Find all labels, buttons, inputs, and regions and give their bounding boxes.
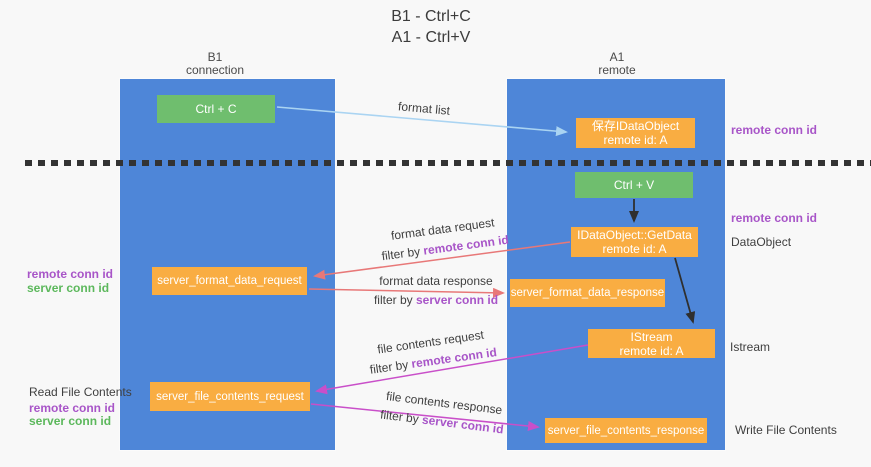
- annotation-remote-conn-id-right-mid: remote conn id: [731, 211, 818, 225]
- file-request-label: server_file_contents_request: [156, 390, 304, 403]
- istream-line2: remote id: A: [619, 343, 684, 358]
- istream-line1: IStream: [630, 329, 673, 344]
- format-data-response-filter: filter by server conn id: [373, 293, 499, 307]
- save-idataobject-line1: 保存IDataObject: [591, 119, 680, 133]
- format-request-label: server_format_data_request: [157, 275, 302, 287]
- node-save-idataobject: 保存IDataObject remote id: A: [576, 118, 695, 148]
- node-file-request: server_file_contents_request: [150, 382, 310, 411]
- lane-right-name: A1: [609, 50, 625, 64]
- node-ctrl-v: Ctrl + V: [575, 172, 693, 198]
- title-line-1: B1 - Ctrl+C: [391, 8, 471, 25]
- annotation-remote-conn-id-right-top: remote conn id: [731, 123, 818, 137]
- lane-left-name: B1: [207, 50, 223, 64]
- node-istream: IStream remote id: A: [588, 329, 715, 358]
- ctrl-v-label: Ctrl + V: [613, 178, 655, 192]
- annotation-remote-conn-id-left-bottom: remote conn id: [29, 401, 116, 415]
- annotation-read-file-contents: Read File Contents: [29, 385, 132, 399]
- label-format-data-request: format data request filter by remote con…: [378, 212, 510, 266]
- node-format-request: server_format_data_request: [152, 267, 307, 295]
- ctrl-c-label: Ctrl + C: [195, 102, 237, 116]
- format-data-response-text: format data response: [379, 274, 493, 288]
- label-format-list: format list: [397, 99, 451, 118]
- getdata-line1: IDataObject::GetData: [577, 228, 692, 242]
- getdata-line2: remote id: A: [602, 242, 667, 256]
- format-response-label: server_format_data_response: [510, 287, 665, 299]
- diagram-title: B1 - Ctrl+C A1 - Ctrl+V: [391, 6, 471, 48]
- annotation-dataobject: DataObject: [731, 235, 792, 249]
- file-response-label: server_file_contents_response: [547, 424, 705, 437]
- lane-header-right: A1 remote: [598, 51, 635, 77]
- annotation-remote-conn-id-left-mid: remote conn id: [27, 267, 114, 281]
- save-idataobject-line2: remote id: A: [603, 133, 668, 147]
- node-getdata: IDataObject::GetData remote id: A: [571, 227, 698, 257]
- annotation-write-file-contents: Write File Contents: [735, 423, 837, 437]
- lane-header-left: B1 connection: [186, 51, 244, 77]
- dashed-divider: [25, 160, 871, 166]
- annotation-server-conn-id-left-mid: server conn id: [27, 281, 110, 295]
- annotation-server-conn-id-left-bottom: server conn id: [29, 414, 112, 428]
- label-file-contents-response: file contents response filter by server …: [379, 387, 507, 440]
- label-file-contents-request: file contents request filter by remote c…: [366, 324, 498, 379]
- annotation-istream: Istream: [730, 340, 771, 354]
- node-file-response: server_file_contents_response: [545, 418, 707, 443]
- server-conn-id-key: server conn id: [416, 293, 499, 307]
- lane-left-role: connection: [185, 63, 245, 77]
- label-format-data-response: format data response filter by server co…: [374, 272, 498, 310]
- node-ctrl-c: Ctrl + C: [157, 95, 275, 123]
- node-format-response: server_format_data_response: [510, 279, 665, 307]
- lane-right-role: remote: [598, 63, 636, 77]
- title-line-2: A1 - Ctrl+V: [391, 29, 471, 46]
